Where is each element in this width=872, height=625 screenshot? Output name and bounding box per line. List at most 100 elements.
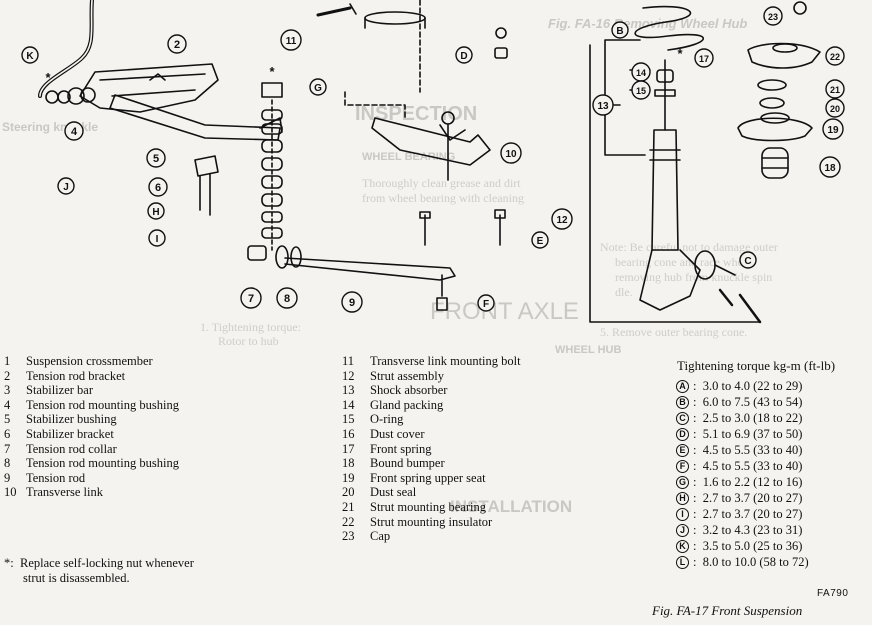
- torque-letter: G: [676, 475, 689, 489]
- part-name: Strut mounting bearing: [370, 499, 486, 514]
- label-J: J: [63, 182, 69, 193]
- bleed-note-careful: Note: Be careful not to damage outer: [600, 240, 778, 254]
- label-I: I: [156, 234, 159, 245]
- torque-row: C: 2.5 to 3.0 (18 to 22): [676, 410, 809, 426]
- note-line-2: strut is disassembled.: [23, 571, 130, 585]
- tension-rod-bracket: [109, 94, 281, 141]
- strut-mounting-insulator: [747, 42, 821, 69]
- part-name: Dust seal: [370, 485, 417, 500]
- part-number: 22: [342, 514, 355, 529]
- part-row: 9 Tension rod: [0, 471, 179, 486]
- torque-letter: A: [676, 379, 689, 393]
- note: *: Replace self-locking nut whenever str…: [4, 556, 194, 586]
- part-name: Strut mounting insulator: [370, 514, 493, 529]
- torque-value: 3.0 to 4.0 (22 to 29): [702, 379, 803, 393]
- torque-title: Tightening torque kg-m (ft-lb): [677, 358, 836, 373]
- nut-stack: [261, 82, 283, 98]
- front-suspension-diagram: 2 4 5 6 7 8 9 10 11 12 13 14 15 17 18 19…: [21, 0, 845, 324]
- torque-separator: :: [693, 523, 703, 537]
- torque-letter: K: [676, 539, 689, 553]
- part-number: 8: [4, 456, 11, 471]
- label-6: 6: [155, 182, 161, 194]
- part-name: Gland packing: [370, 397, 444, 412]
- part-name: Transverse link mounting bolt: [370, 354, 521, 368]
- part-number: 6: [4, 426, 11, 441]
- label-12: 12: [556, 215, 568, 226]
- transverse-link: [371, 117, 491, 166]
- bleed-tightening: 1. Tightening torque:: [200, 320, 302, 334]
- bleed-remove: 5. Remove outer bearing cone.: [600, 325, 748, 339]
- label-8: 8: [284, 293, 290, 305]
- label-19: 19: [827, 125, 839, 136]
- torque-value: 3.5 to 5.0 (25 to 36): [702, 539, 803, 553]
- torque-value: 2.7 to 3.7 (20 to 27): [702, 491, 803, 505]
- part-number: 15: [342, 412, 355, 427]
- torque-letter: E: [676, 443, 689, 457]
- part-name: Tension rod bracket: [26, 368, 126, 383]
- torque-row: H: 2.7 to 3.7 (20 to 27): [676, 490, 809, 506]
- bleed-from-wheel: from wheel bearing with cleaning: [362, 191, 524, 205]
- torque-separator: :: [693, 427, 703, 441]
- bleed-fig-caption: Fig. FA-16 Removing Wheel Hub: [548, 16, 748, 31]
- part-number: 11: [342, 354, 355, 368]
- part-name: Tension rod collar: [26, 441, 117, 456]
- bleed-dle: dle.: [615, 285, 633, 299]
- part-row: 14 Gland packing: [342, 398, 521, 413]
- bleed-front-axle: FRONT AXLE: [430, 298, 579, 325]
- torque-value: 8.0 to 10.0 (58 to 72): [702, 555, 809, 569]
- part-name: Tension rod mounting bushing: [26, 397, 179, 412]
- part-name: Tension rod: [26, 470, 86, 485]
- torque-table: A: 3.0 to 4.0 (22 to 29)B: 6.0 to 7.5 (4…: [676, 378, 809, 570]
- torque-separator: :: [693, 459, 703, 473]
- label-C: C: [744, 256, 751, 267]
- figure-caption: Fig. FA-17 Front Suspension: [652, 603, 803, 618]
- part-name: O-ring: [370, 412, 404, 427]
- torque-row: B: 6.0 to 7.5 (43 to 54): [676, 394, 809, 410]
- label-K: K: [26, 51, 34, 62]
- part-number: 4: [4, 397, 11, 412]
- part-number: 17: [342, 441, 355, 456]
- label-10: 10: [505, 149, 517, 160]
- torque-value: 1.6 to 2.2 (12 to 16): [702, 475, 803, 489]
- torque-letter: F: [676, 459, 689, 473]
- bleed-thoroughly: Thoroughly clean grease and dirt: [362, 176, 521, 190]
- torque-letter: C: [676, 411, 689, 425]
- torque-row: I: 2.7 to 3.7 (20 to 27): [676, 506, 809, 522]
- torque-separator: :: [693, 443, 703, 457]
- torque-separator: :: [693, 395, 703, 409]
- torque-value: 4.5 to 5.5 (33 to 40): [702, 443, 803, 457]
- part-name: Dust cover: [370, 426, 425, 441]
- part-name: Transverse link: [26, 485, 103, 500]
- torque-value: 2.7 to 3.7 (20 to 27): [702, 507, 803, 521]
- torque-letter: J: [676, 523, 689, 537]
- torque-row: G: 1.6 to 2.2 (12 to 16): [676, 474, 809, 490]
- torque-separator: :: [693, 539, 703, 553]
- part-number: 7: [4, 441, 11, 456]
- part-name: Suspension crossmember: [26, 354, 153, 368]
- part-number: 18: [342, 456, 355, 471]
- label-5: 5: [153, 153, 159, 165]
- torque-value: 2.5 to 3.0 (18 to 22): [702, 411, 803, 425]
- torque-separator: :: [693, 475, 703, 489]
- label-4: 4: [71, 126, 78, 138]
- part-number: 1: [4, 354, 11, 368]
- part-number: 14: [342, 397, 355, 412]
- part-name: Front spring upper seat: [370, 470, 486, 485]
- label-17: 17: [699, 54, 709, 64]
- part-number: 9: [4, 470, 11, 485]
- spring-upper-seat: [737, 117, 813, 142]
- torque-row: E: 4.5 to 5.5 (33 to 40): [676, 442, 809, 458]
- part-name: Bound bumper: [370, 456, 445, 471]
- part-name: Shock absorber: [370, 383, 448, 398]
